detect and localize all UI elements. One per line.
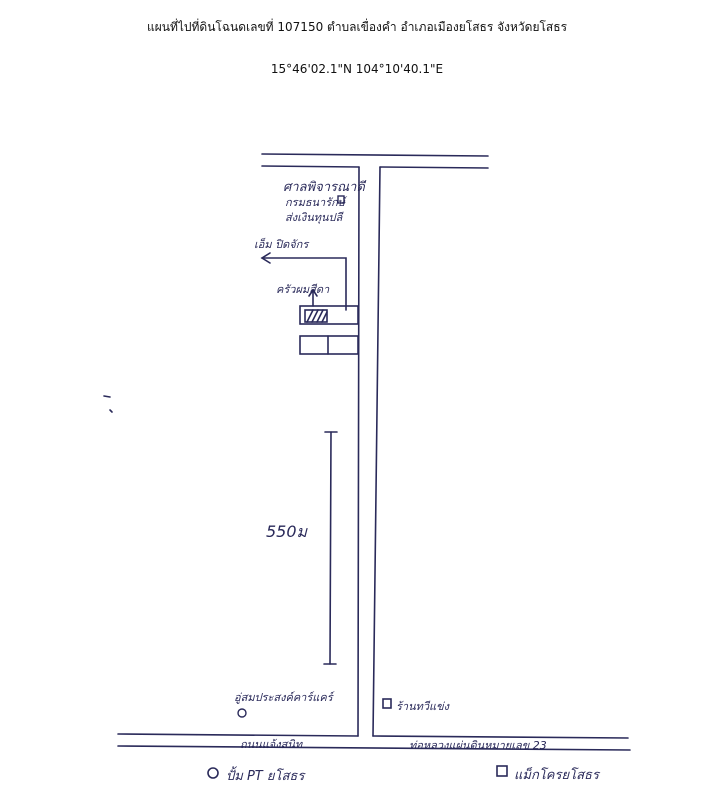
bottom-road-upper-right xyxy=(372,735,629,739)
market-route xyxy=(261,257,347,311)
garage-label: อู่สมประสงค์คาร์แคร์ xyxy=(234,691,333,704)
right-road-label: ท่อหลวงแผ่นดินหมายเลข 23 xyxy=(409,739,547,752)
plot-rectangle xyxy=(299,305,359,325)
top-road-line-lower xyxy=(261,165,360,168)
bottom-road-upper xyxy=(117,733,359,737)
market-label: เอ็ม ปิดจักร xyxy=(254,238,309,251)
legend-right-square-icon xyxy=(496,765,508,777)
stray-mark xyxy=(103,395,111,398)
plot-label: ครัวผมสีดา xyxy=(276,283,330,296)
main-road-left-edge xyxy=(357,166,360,737)
temple-label: ร้านทวีแข่ง xyxy=(396,700,450,713)
legend-left-circle-icon xyxy=(207,767,219,779)
garage-circle-icon xyxy=(237,708,247,718)
main-road-right-edge xyxy=(372,166,381,737)
map-coordinates: 15°46'02.1"N 104°10'40.1"E xyxy=(270,62,444,76)
office-label-line3: ส่งเงินทุนปลี xyxy=(285,211,343,224)
temple-square-icon xyxy=(382,698,392,709)
office-square-icon xyxy=(337,195,345,204)
distance-label: 550ม xyxy=(266,522,308,541)
distance-line xyxy=(329,431,332,665)
plot-arrow-head xyxy=(308,288,318,297)
hatched-parcel xyxy=(304,309,328,323)
map-title: แผนที่ไปที่ดินโฉนดเลขที่ 107150 ตำบลเขื่… xyxy=(146,20,568,34)
office-label-line1: ศาลพิจารณาดี xyxy=(283,180,365,195)
left-road-label: ถนนแจ้งสนิท xyxy=(240,738,303,751)
hatch-lines xyxy=(306,309,328,323)
market-arrow-head xyxy=(260,252,271,264)
top-road-line-lower-right xyxy=(379,166,489,169)
bottom-road-lower xyxy=(117,745,631,751)
plot-lower-rectangle xyxy=(299,335,359,355)
legend-right-label: แม็กโครยโสธร xyxy=(514,768,599,783)
office-label-line2: กรมธนารักษ์ xyxy=(285,196,346,209)
stray-mark-2 xyxy=(109,409,113,413)
legend-left-label: ปั้ม PT ยโสธร xyxy=(226,769,305,784)
top-road-line-upper xyxy=(261,153,489,157)
